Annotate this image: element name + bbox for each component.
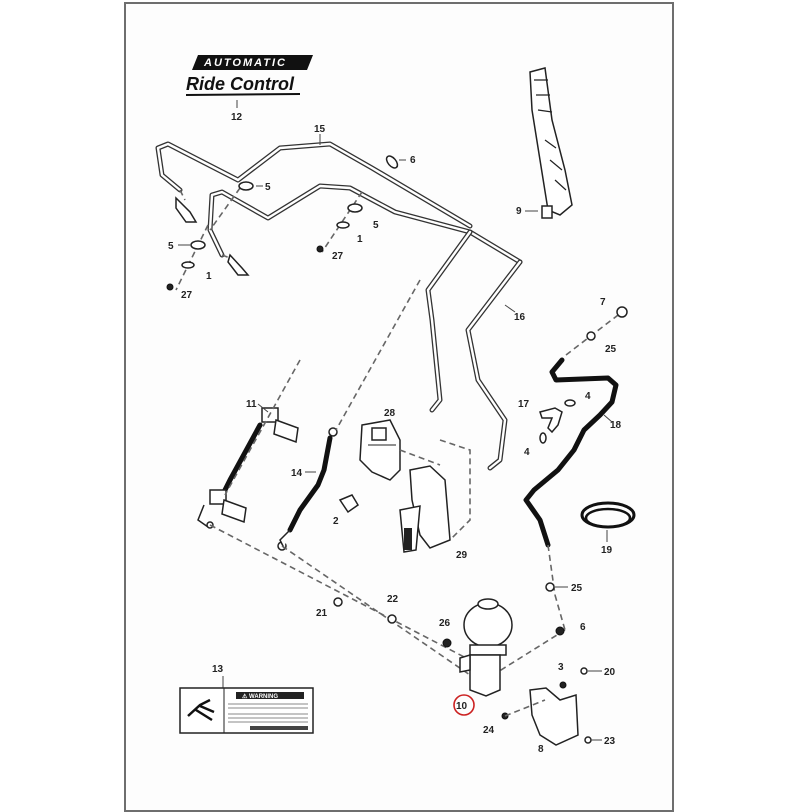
route-line-b [281, 545, 471, 676]
decal-header: ⚠ WARNING [242, 693, 278, 700]
fitting-21 [333, 597, 343, 607]
tube-15 [155, 141, 523, 265]
valve-block-28 [359, 419, 401, 481]
fitting-25-lower [545, 582, 555, 592]
tube-16 [425, 229, 523, 471]
fitting-26 [442, 638, 452, 648]
accumulator-10 [459, 598, 513, 697]
callout-17: 17 [518, 399, 530, 410]
callout-12: 12 [231, 112, 243, 123]
callout-4-b: 4 [524, 447, 530, 458]
frame-rail-9 [529, 67, 573, 219]
callout-22: 22 [387, 594, 399, 605]
callout-25-b: 25 [571, 583, 583, 594]
callout-3: 3 [558, 662, 564, 673]
callout-23: 23 [604, 736, 616, 747]
callout-27-a: 27 [181, 290, 193, 301]
fitting-6-lower [555, 626, 565, 636]
callout-6-b: 6 [580, 622, 586, 633]
logo-underline [185, 93, 301, 96]
diagram-frame [124, 2, 674, 812]
callout-28: 28 [384, 408, 396, 419]
callout-29: 29 [456, 550, 468, 561]
clamp-2 [338, 494, 360, 514]
callout-26: 26 [439, 618, 451, 629]
clamp-set-left [166, 181, 254, 291]
callout-2: 2 [333, 516, 339, 527]
logo-line1: AUTOMATIC [203, 57, 287, 69]
callout-1-b: 1 [357, 234, 363, 245]
highlight-circle [453, 694, 475, 716]
callout-27-b: 27 [332, 251, 344, 262]
callout-20: 20 [604, 667, 616, 678]
callout-11: 11 [246, 399, 257, 410]
warning-decal-13: ⚠ WARNING [179, 687, 314, 734]
callout-24: 24 [483, 725, 495, 736]
callout-21: 21 [316, 608, 328, 619]
logo-line2: Ride Control [186, 74, 295, 94]
route-line-a [209, 524, 471, 661]
leader-16 [504, 304, 516, 313]
hose-14 [277, 427, 338, 551]
hose-18 [523, 357, 619, 548]
callout-1-a: 1 [206, 271, 212, 282]
callout-19: 19 [601, 545, 613, 556]
fitting-23-left [175, 196, 250, 276]
callout-25-a: 25 [605, 344, 617, 355]
fitting-7 [565, 306, 628, 356]
callout-6-a: 6 [410, 155, 416, 166]
clip-17 [539, 399, 576, 444]
clamp-set-middle [316, 191, 363, 253]
callout-9: 9 [516, 206, 522, 217]
coiled-hose-19 [580, 501, 636, 529]
fitting-6-top [385, 155, 399, 169]
callout-5-a: 5 [265, 182, 271, 193]
fitting-22 [387, 614, 397, 624]
callout-4-a: 4 [585, 391, 591, 402]
callout-7: 7 [600, 297, 606, 308]
logo-banner [192, 55, 313, 70]
high-pressure-hazard-icon [187, 698, 215, 722]
callout-10: 10 [456, 701, 468, 712]
callout-15: 15 [314, 124, 326, 135]
valve-block-29 [399, 465, 451, 553]
automatic-ride-control-logo: AUTOMATIC Ride Control [185, 55, 313, 96]
callout-8: 8 [538, 744, 544, 755]
callout-14: 14 [291, 468, 303, 479]
callout-16: 16 [514, 312, 526, 323]
bracket-8 [501, 667, 592, 746]
callout-5-b: 5 [168, 241, 174, 252]
callout-13: 13 [212, 664, 224, 675]
callout-18: 18 [610, 420, 622, 431]
callout-5-c: 5 [373, 220, 379, 231]
hose-assembly-11 [197, 407, 299, 529]
